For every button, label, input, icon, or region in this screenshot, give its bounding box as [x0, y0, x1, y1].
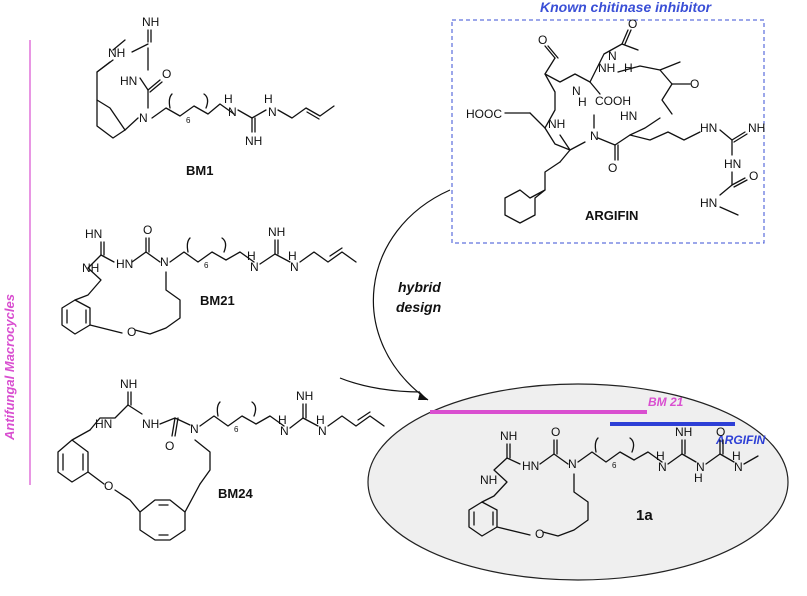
svg-text:N: N — [318, 424, 327, 438]
svg-text:O: O — [538, 33, 547, 47]
hybrid-arrow: hybrid design — [339, 189, 451, 401]
svg-text:O: O — [104, 479, 113, 493]
product-ellipse — [367, 383, 789, 581]
svg-text:NH: NH — [748, 121, 765, 135]
compound-1a-structure: NH NH HN O N 6 N H NH N H O N H O — [468, 425, 759, 541]
svg-text:N: N — [696, 460, 705, 474]
argifin-bar-label: ARGIFIN — [715, 433, 766, 447]
svg-text:HN: HN — [700, 196, 717, 210]
svg-text:NH: NH — [108, 46, 125, 60]
svg-text:N: N — [290, 260, 299, 274]
side-label: Antifungal Macrocycles — [2, 294, 17, 441]
argifin-structure: O H N COOH O NH H N O HN HOOC NH N O HN — [466, 17, 765, 224]
svg-text:H: H — [624, 61, 633, 75]
svg-text:N: N — [608, 49, 617, 63]
svg-text:HN: HN — [116, 257, 133, 271]
svg-text:H: H — [656, 449, 665, 463]
svg-text:N: N — [568, 457, 577, 471]
svg-text:O: O — [551, 425, 560, 439]
svg-text:NH: NH — [675, 425, 692, 439]
svg-text:H: H — [288, 249, 297, 263]
svg-text:N: N — [734, 460, 743, 474]
svg-text:N: N — [160, 255, 169, 269]
hybrid-label: hybrid — [398, 279, 441, 295]
svg-text:N: N — [250, 260, 259, 274]
svg-text:6: 6 — [234, 425, 239, 434]
svg-text:COOH: COOH — [595, 94, 631, 108]
svg-text:BM1: BM1 — [186, 163, 213, 178]
svg-text:O: O — [165, 439, 174, 453]
svg-text:O: O — [162, 67, 171, 81]
svg-text:O: O — [143, 223, 152, 237]
svg-text:HN: HN — [620, 109, 637, 123]
svg-text:O: O — [716, 425, 725, 439]
argifin-box — [451, 19, 765, 244]
svg-text:O: O — [690, 77, 699, 91]
svg-text:NH: NH — [598, 61, 615, 75]
svg-text:H: H — [694, 471, 703, 485]
svg-text:NH: NH — [82, 261, 99, 275]
svg-text:HN: HN — [95, 417, 112, 431]
svg-text:H: H — [732, 449, 741, 463]
svg-text:NH: NH — [245, 134, 262, 148]
svg-text:H: H — [264, 92, 273, 106]
svg-text:H: H — [224, 92, 233, 106]
known-inhibitor-label: Known chitinase inhibitor — [540, 0, 713, 15]
svg-text:NH: NH — [268, 225, 285, 239]
svg-text:N: N — [572, 84, 581, 98]
svg-text:N: N — [228, 105, 237, 119]
svg-text:HOOC: HOOC — [466, 107, 502, 121]
bm1-structure: NH NH HN O N 6 H N NH H N BM1 — [96, 15, 335, 178]
svg-text:O: O — [749, 169, 758, 183]
svg-text:O: O — [608, 161, 617, 175]
bm21-structure: HN NH HN O N 6 N H NH N H O BM21 — [61, 223, 357, 339]
svg-text:ARGIFIN: ARGIFIN — [585, 208, 638, 223]
svg-text:HN: HN — [85, 227, 102, 241]
svg-text:HN: HN — [724, 157, 741, 171]
svg-text:6: 6 — [204, 261, 209, 270]
svg-text:NH: NH — [480, 473, 497, 487]
svg-text:N: N — [658, 460, 667, 474]
svg-text:HN: HN — [700, 121, 717, 135]
svg-text:O: O — [535, 527, 544, 541]
svg-text:BM21: BM21 — [200, 293, 235, 308]
svg-text:HN: HN — [120, 74, 137, 88]
svg-text:O: O — [127, 325, 136, 339]
svg-text:N: N — [280, 424, 289, 438]
svg-text:6: 6 — [612, 461, 617, 470]
svg-text:N: N — [139, 111, 148, 125]
svg-text:NH: NH — [500, 429, 517, 443]
svg-text:BM24: BM24 — [218, 486, 253, 501]
svg-text:N: N — [268, 105, 277, 119]
svg-text:H: H — [247, 249, 256, 263]
svg-text:NH: NH — [120, 377, 137, 391]
svg-text:6: 6 — [186, 116, 191, 125]
svg-text:N: N — [590, 129, 599, 143]
bm21-bar-label: BM 21 — [648, 395, 684, 409]
svg-text:HN: HN — [522, 459, 539, 473]
svg-text:H: H — [316, 413, 325, 427]
svg-text:NH: NH — [296, 389, 313, 403]
bm24-structure: NH HN NH O N 6 N H NH N H O — [57, 377, 385, 541]
svg-text:N: N — [190, 422, 199, 436]
svg-text:O: O — [628, 17, 637, 31]
svg-text:H: H — [578, 95, 587, 109]
svg-text:NH: NH — [548, 117, 565, 131]
svg-text:H: H — [278, 413, 287, 427]
design-label: design — [396, 299, 441, 315]
compound-1a-label: 1a — [636, 507, 653, 524]
svg-text:NH: NH — [142, 15, 159, 29]
svg-text:NH: NH — [142, 417, 159, 431]
